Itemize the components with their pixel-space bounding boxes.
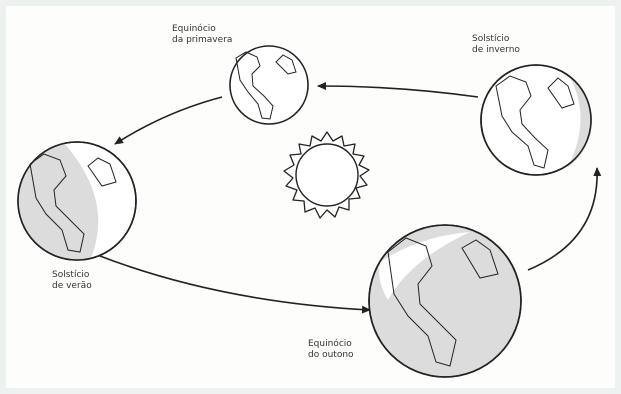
orbit-arrow-winter-to-spring bbox=[318, 86, 478, 97]
orbit-arrow-autumn-to-winter bbox=[528, 168, 597, 270]
label-spring-line2: da primavera bbox=[172, 35, 232, 46]
label-autumn-line2: do outono bbox=[308, 350, 354, 361]
label-summer-line1: Solstício bbox=[52, 270, 92, 281]
label-summer-solstice: Solstício de verão bbox=[52, 270, 92, 292]
label-winter-line1: Solstício bbox=[472, 34, 520, 45]
globe-spring-equinox bbox=[230, 46, 308, 124]
sun-icon bbox=[284, 132, 369, 218]
seasons-diagram bbox=[6, 6, 615, 388]
globe-autumn-equinox bbox=[369, 225, 521, 377]
globe-summer-solstice bbox=[18, 142, 136, 260]
globe-winter-solstice bbox=[481, 65, 592, 175]
label-spring-line1: Equinócio bbox=[172, 24, 232, 35]
orbit-arrow-spring-to-summer bbox=[115, 97, 222, 144]
label-autumn-equinox: Equinócio do outono bbox=[308, 339, 354, 361]
label-spring-equinox: Equinócio da primavera bbox=[172, 24, 232, 46]
orbit-arrow-summer-to-autumn bbox=[100, 256, 370, 310]
label-summer-line2: de verão bbox=[52, 281, 92, 292]
label-winter-line2: de inverno bbox=[472, 45, 520, 56]
label-winter-solstice: Solstício de inverno bbox=[472, 34, 520, 56]
label-autumn-line1: Equinócio bbox=[308, 339, 354, 350]
